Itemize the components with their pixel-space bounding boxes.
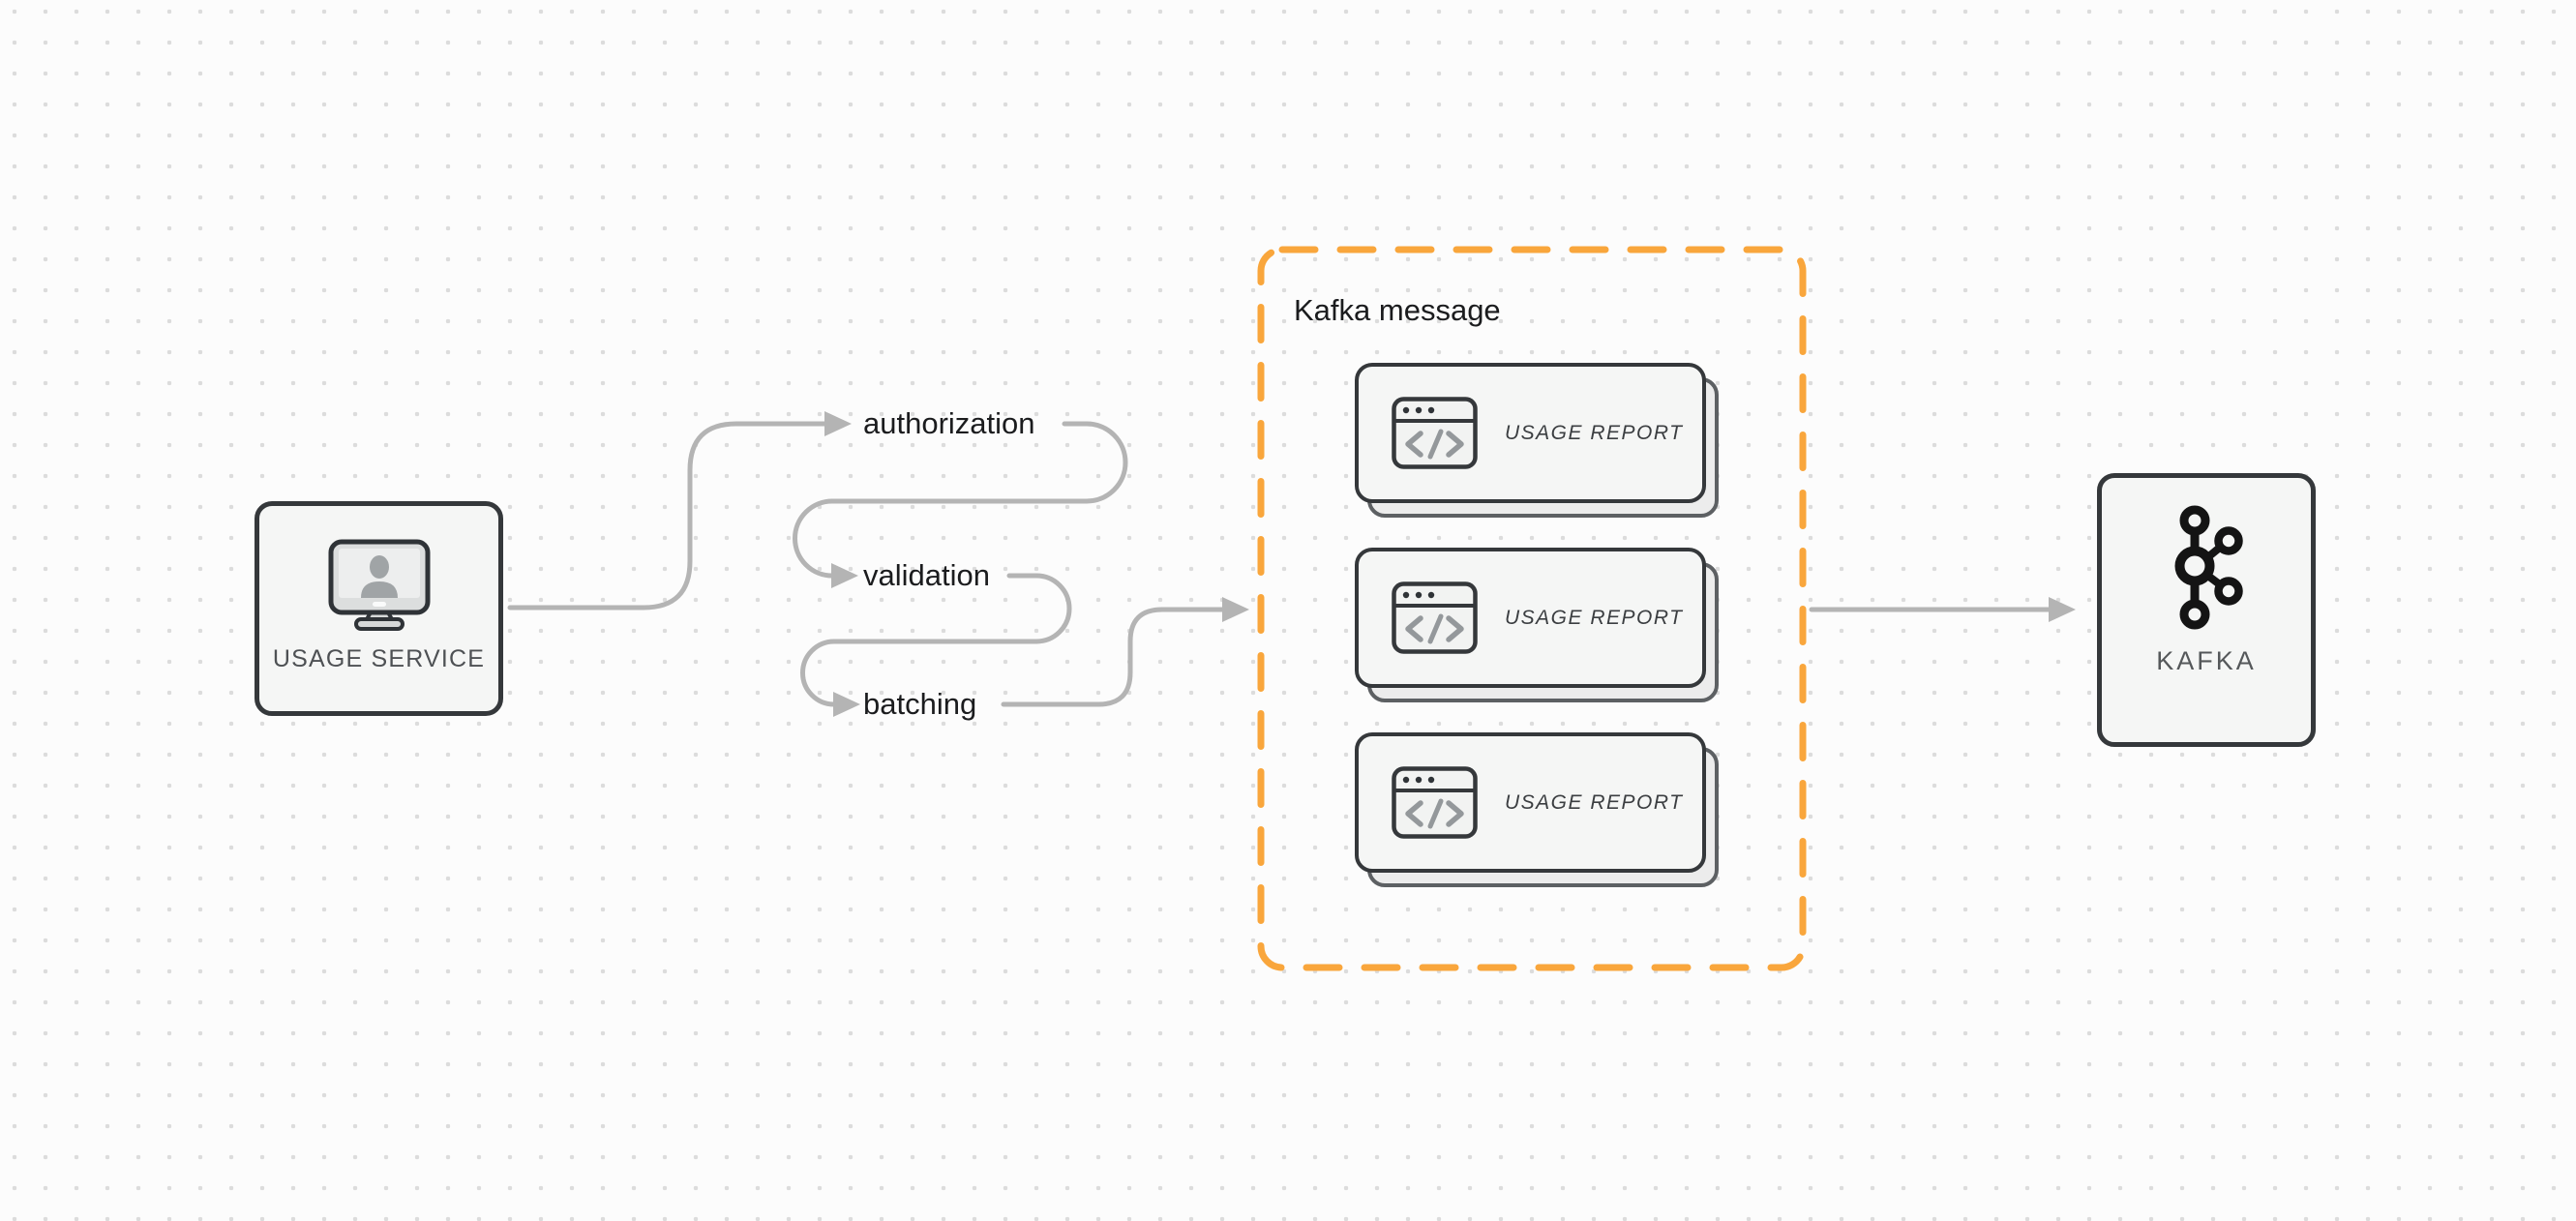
step-label-validation: validation (863, 558, 990, 592)
monitor-user-icon (328, 539, 430, 631)
kafka-message-group-title: Kafka message (1294, 293, 1501, 327)
connector-validation-to-batching (800, 573, 1072, 717)
step-label-batching: batching (863, 687, 977, 721)
code-window-icon (1392, 766, 1478, 839)
code-window-icon (1392, 397, 1478, 469)
usage-service-label: USAGE SERVICE (272, 645, 486, 672)
usage-report-label: USAGE REPORT (1505, 790, 1684, 814)
usage-report-label: USAGE REPORT (1505, 606, 1684, 629)
kafka-node[interactable]: KAFKA (2097, 473, 2316, 747)
connector-authorization-to-validation (793, 421, 1128, 588)
connector-batching-to-group (1001, 597, 1249, 707)
step-label-authorization: authorization (863, 406, 1035, 440)
usage-report-card[interactable]: USAGE REPORT (1355, 363, 1719, 518)
kafka-logo-icon (2174, 505, 2243, 630)
usage-report-label: USAGE REPORT (1505, 421, 1684, 444)
kafka-message-group-frame[interactable] (1257, 246, 1807, 971)
kafka-label: KAFKA (2156, 646, 2257, 675)
usage-report-card[interactable]: USAGE REPORT (1355, 732, 1719, 887)
usage-report-card[interactable]: USAGE REPORT (1355, 548, 1719, 702)
usage-service-node[interactable]: USAGE SERVICE (255, 501, 503, 716)
code-window-icon (1392, 581, 1478, 654)
connector-usage-to-authorization (507, 411, 852, 610)
